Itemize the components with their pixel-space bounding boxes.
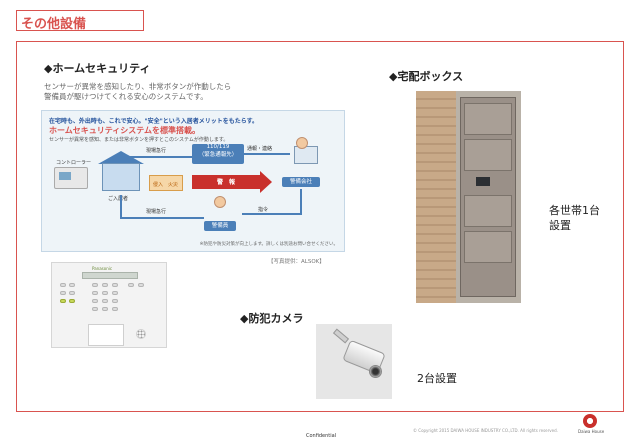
home-security-desc-line2: 警備員が駆けつけてくれる安心のシステムです。 xyxy=(44,92,208,101)
delivery-box-heading: ◆宅配ボックス xyxy=(389,70,464,83)
delivery-box-note-line2: 設置 xyxy=(549,219,571,232)
company-label: 警備会社 xyxy=(282,177,320,187)
diagram-footnote: ※防犯や防災対策が向上します。詳しくは別途お問い合せください。 xyxy=(199,242,338,247)
confidential-label: Confidential xyxy=(306,433,337,439)
locker-compartment xyxy=(464,103,512,135)
locker-control-panel xyxy=(476,177,490,186)
security-system-diagram: 在宅時も、外出時も、これで安心。"安全"という入居者メリットをもたらす。 ホーム… xyxy=(41,110,345,252)
device-brand: Panasonic xyxy=(92,266,113,271)
locker-compartment xyxy=(464,139,512,171)
device-button xyxy=(60,291,66,295)
controller-icon xyxy=(54,167,88,189)
rush-label-bottom: 現場急行 xyxy=(146,209,167,215)
emergency-box: 110/119 （緊急通報先） xyxy=(192,144,244,164)
photo-credit: 【写真提供：ALSOK】 xyxy=(268,259,325,265)
diagram-slogan: ホームセキュリティシステムを標準搭載。 xyxy=(49,126,201,135)
rush-line-top xyxy=(120,156,192,158)
keypad-key xyxy=(112,291,118,295)
function-key xyxy=(128,283,134,287)
guard-icon xyxy=(214,196,226,208)
device-button-green xyxy=(60,299,66,303)
page-title: その他設備 xyxy=(21,17,87,32)
brick-wall xyxy=(416,91,456,303)
keypad-key xyxy=(112,299,118,303)
intruder-fire-icon: 侵入 火災 xyxy=(149,175,183,191)
security-panel-photo: Panasonic xyxy=(51,262,167,348)
command-line-h xyxy=(242,213,302,215)
house-icon xyxy=(102,163,140,191)
delivery-box-photo xyxy=(416,91,521,303)
diagram-headline: 在宅時も、外出時も、これで安心。"安全"という入居者メリットをもたらす。 xyxy=(49,118,258,125)
device-button xyxy=(69,291,75,295)
monitor-icon xyxy=(294,146,318,164)
home-security-desc-line1: センサーが異常を感知したり、非常ボタンが作動したら xyxy=(44,82,232,91)
operator-icon xyxy=(296,137,308,149)
keypad-key xyxy=(92,307,98,311)
device-display xyxy=(82,272,138,279)
camera-heading: ◆防犯カメラ xyxy=(240,312,304,325)
rush-line-bottom-v xyxy=(120,195,122,217)
fire-tag: 火災 xyxy=(168,182,179,188)
keypad-key xyxy=(102,283,108,287)
device-button xyxy=(69,283,75,287)
keypad-key xyxy=(102,307,108,311)
delivery-box-note-line1: 各世帯1台 xyxy=(549,204,600,217)
guard-label: 警備員 xyxy=(204,221,236,231)
emergency-number: 110/119 xyxy=(206,144,230,150)
locker-compartment xyxy=(464,231,512,263)
controller-label: コントローラー xyxy=(56,160,92,166)
keypad-key xyxy=(102,291,108,295)
command-label: 指令 xyxy=(258,207,269,213)
keypad-key xyxy=(112,283,118,287)
home-security-heading: ◆ホームセキュリティ xyxy=(44,62,151,75)
camera-lens-icon xyxy=(369,365,382,378)
function-key xyxy=(138,283,144,287)
command-line-v xyxy=(300,189,302,213)
rush-label-top: 現場急行 xyxy=(146,148,167,154)
camera-note: 2台設置 xyxy=(417,372,457,385)
page-title-box: その他設備 xyxy=(16,10,144,32)
notify-label: 通報・連絡 xyxy=(247,146,273,152)
alarm-label: 警 報 xyxy=(216,179,235,186)
device-button xyxy=(60,283,66,287)
device-button-green xyxy=(69,299,75,303)
intruder-tag: 侵入 xyxy=(153,182,164,188)
locker-compartment xyxy=(464,195,512,227)
company-logo-text: Daiwa House xyxy=(578,429,605,434)
keypad-key xyxy=(92,299,98,303)
rush-line-bottom xyxy=(120,217,204,219)
speaker-icon xyxy=(136,329,146,339)
keypad-key xyxy=(92,291,98,295)
company-logo-icon xyxy=(583,414,597,428)
alarm-arrow-head xyxy=(260,171,272,193)
copyright-text: © Copyright 2015 DAIWA HOUSE INDUSTRY CO… xyxy=(413,428,558,433)
notify-line xyxy=(244,153,290,155)
content-frame xyxy=(16,41,624,412)
resident-label: ご入居者 xyxy=(108,196,129,202)
keypad-key xyxy=(112,307,118,311)
alarm-arrow xyxy=(192,175,260,189)
emergency-sub: （緊急通報先） xyxy=(198,152,238,158)
keypad-key xyxy=(102,299,108,303)
device-cover xyxy=(88,324,124,346)
diagram-subtext: センサーが異常を感知、または非常ボタンを押すとこのシステムが作動します。 xyxy=(49,137,229,143)
keypad-key xyxy=(92,283,98,287)
